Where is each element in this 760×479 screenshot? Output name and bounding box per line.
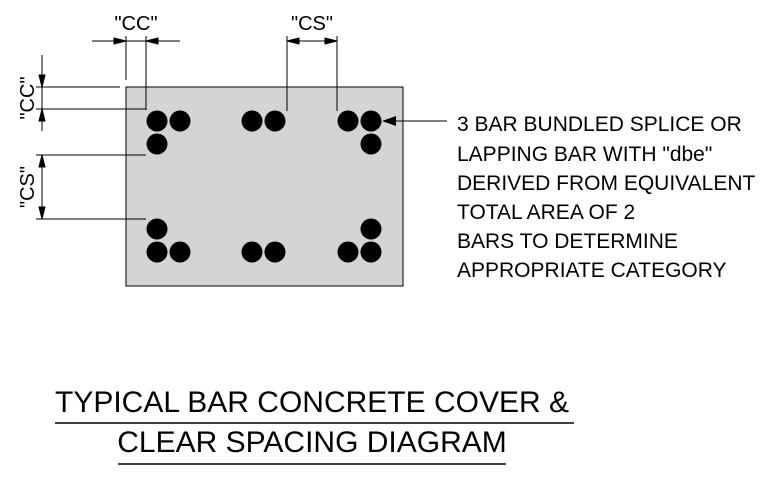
rebar [360,110,382,132]
rebar-bars [146,110,382,263]
note-line: DERIVED FROM EQUIVALENT [457,172,755,195]
side-spacing-label: "CS" [17,166,39,208]
rebar [264,241,286,263]
top-cover-dimension [92,36,180,110]
note-line: BARS TO DETERMINE [457,230,678,253]
note-line: 3 BAR BUNDLED SPLICE OR [457,113,742,136]
rebar [146,218,168,240]
rebar [146,241,168,263]
rebar [360,241,382,263]
rebar [241,241,263,263]
rebar [146,133,168,155]
rebar [337,110,359,132]
rebar [146,110,168,132]
rebar [169,110,191,132]
rebar [360,218,382,240]
note-line: APPROPRIATE CATEGORY [457,259,727,282]
rebar [360,133,382,155]
top-cover-label: "CC" [114,13,157,35]
note-leader [382,116,447,126]
note-line: LAPPING BAR WITH "dbe" [457,143,712,166]
rebar [337,241,359,263]
top-spacing-dimension [286,36,338,111]
side-cover-dimension [36,55,146,131]
title-line-2: CLEAR SPACING DIAGRAM [117,426,507,459]
bundled-splice-note: 3 BAR BUNDLED SPLICE OR LAPPING BAR WITH… [457,113,755,282]
side-spacing-dimension [36,154,146,220]
title-line-1: TYPICAL BAR CONCRETE COVER & [55,386,569,419]
rebar [169,241,191,263]
diagram-title: TYPICAL BAR CONCRETE COVER & CLEAR SPACI… [55,386,574,465]
rebar [241,110,263,132]
rebar [264,110,286,132]
note-line: TOTAL AREA OF 2 [457,201,635,224]
side-cover-label: "CC" [17,76,39,119]
top-spacing-label: "CS" [291,13,333,35]
